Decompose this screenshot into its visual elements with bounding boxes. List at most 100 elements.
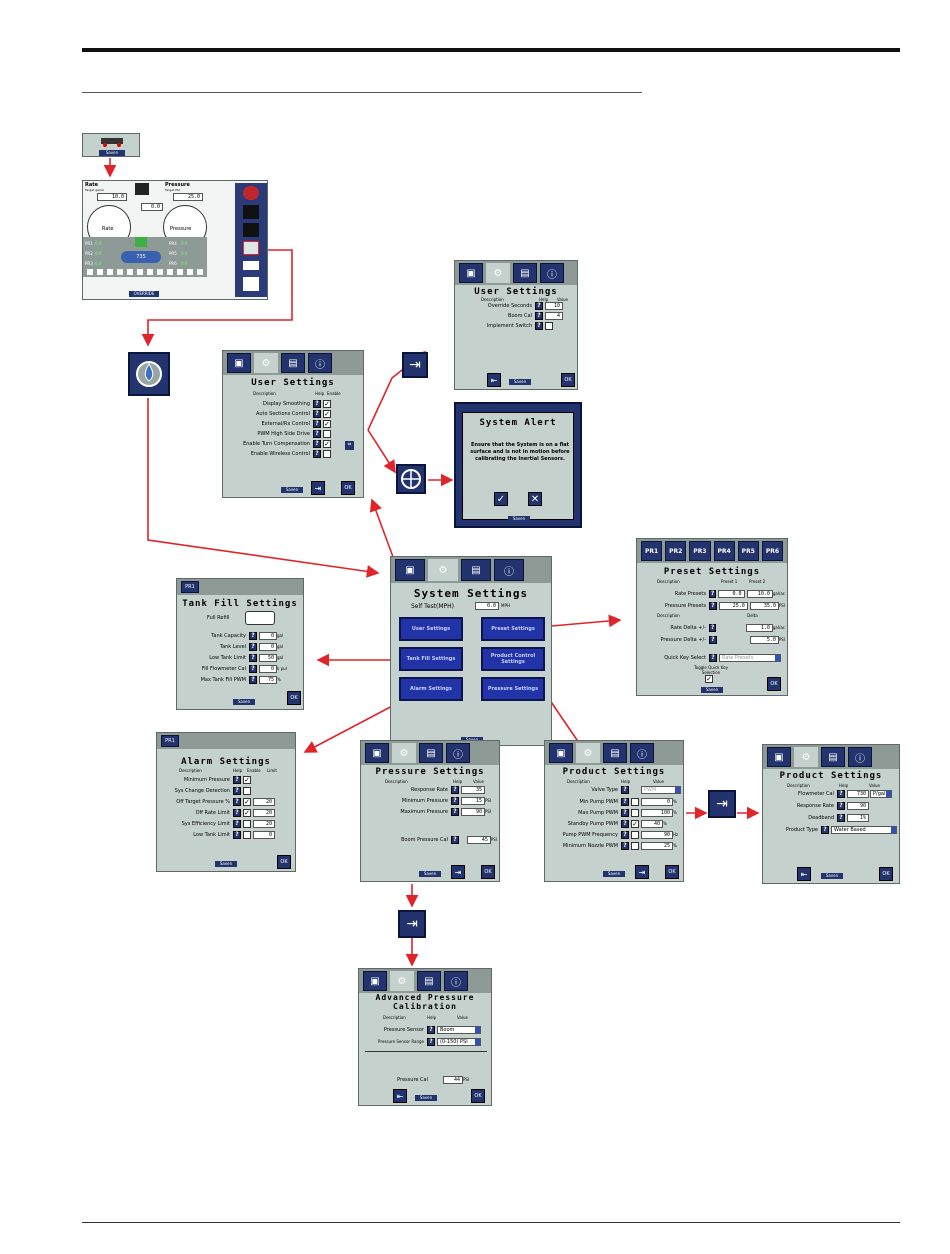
adv-ok[interactable]: OK	[471, 1089, 485, 1103]
tab-system[interactable]: ⚙	[254, 353, 278, 373]
help-icon[interactable]: ?	[451, 835, 459, 844]
product-ok[interactable]: OK	[665, 865, 679, 879]
product2-ok[interactable]: OK	[879, 867, 893, 881]
preset-tab-3[interactable]: PR3	[689, 541, 711, 561]
help-icon[interactable]: ?	[837, 813, 845, 822]
help-icon[interactable]: ?	[709, 601, 717, 610]
help-icon[interactable]: ?	[709, 623, 717, 632]
setting-value[interactable]: 90	[461, 807, 485, 816]
tab-graph[interactable]: ▤	[281, 353, 305, 373]
pr2-tab-info[interactable]: ⓘ	[848, 747, 872, 767]
pr2-tab-graph[interactable]: ▤	[821, 747, 845, 767]
enable-checkbox[interactable]	[243, 819, 251, 828]
setting-value[interactable]: 10	[545, 301, 563, 310]
tab-display-2[interactable]: ▣	[459, 263, 483, 283]
response-rate-value[interactable]: 90	[847, 801, 869, 810]
ap-tab-graph[interactable]: ▤	[417, 971, 441, 991]
flowmeter-unit[interactable]: P/gal	[870, 789, 892, 798]
saven-button[interactable]: Saven	[281, 487, 303, 493]
tab-system-2[interactable]: ⚙	[486, 263, 510, 283]
enable-checkbox[interactable]: ✓	[323, 399, 331, 408]
preset-saven[interactable]: Saven	[701, 687, 723, 693]
system-settings-icon[interactable]	[243, 241, 259, 255]
help-icon[interactable]: ?	[313, 449, 321, 458]
setting-value[interactable]: 50	[259, 653, 277, 662]
help-icon[interactable]: ?	[427, 1037, 435, 1046]
help-icon[interactable]: ?	[249, 664, 257, 673]
enable-checkbox[interactable]	[243, 830, 251, 839]
help-icon[interactable]: ?	[709, 635, 717, 644]
help-icon[interactable]: ?	[709, 653, 717, 662]
override-button[interactable]: OVERRIDE	[129, 291, 159, 297]
valve-type-select[interactable]: PWM	[641, 785, 681, 794]
enable-checkbox[interactable]	[631, 841, 639, 850]
product2-saven[interactable]: Saven	[821, 873, 843, 879]
help-icon[interactable]: ?	[233, 808, 241, 817]
data-icon[interactable]	[243, 261, 259, 270]
ok-button-2[interactable]: OK	[561, 373, 575, 387]
preset-settings-button[interactable]: Preset Settings	[481, 617, 545, 641]
pressure-ok[interactable]: OK	[481, 865, 495, 879]
product2-prev-icon[interactable]: ⇤	[797, 867, 811, 881]
alarm-tab-pr1[interactable]: PR1	[161, 735, 179, 747]
enable-checkbox[interactable]: ✓	[243, 808, 251, 817]
boom-cal-value[interactable]: 45	[466, 835, 491, 844]
deadband-value[interactable]: 1%	[847, 813, 869, 822]
preset-tab-2[interactable]: PR2	[665, 541, 687, 561]
enable-checkbox[interactable]: ✓	[323, 409, 331, 418]
tab-info[interactable]: ⓘ	[308, 353, 332, 373]
tab-system-3[interactable]: ⚙	[428, 559, 458, 581]
pr-tab-info[interactable]: ⓘ	[630, 743, 654, 763]
self-test-value[interactable]: 0.0	[475, 602, 499, 610]
p-tab-system[interactable]: ⚙	[392, 743, 416, 763]
ap-tab-info[interactable]: ⓘ	[444, 971, 468, 991]
help-icon[interactable]: ?	[249, 631, 257, 640]
stop-icon[interactable]	[243, 186, 259, 200]
setting-value[interactable]: 0	[253, 830, 275, 839]
preset-tab-4[interactable]: PR4	[713, 541, 735, 561]
help-icon[interactable]: ?	[621, 841, 629, 850]
setting-value[interactable]: 25	[641, 841, 673, 850]
setting-value[interactable]: 100	[641, 808, 673, 817]
alert-saven[interactable]: Saven	[508, 516, 530, 522]
help-icon[interactable]: ?	[837, 789, 845, 798]
help-icon[interactable]: ?	[535, 321, 543, 330]
setting-value[interactable]: 0	[259, 631, 277, 640]
next-page-big-icon[interactable]: ⇥	[402, 352, 428, 378]
tab-info-2[interactable]: ⓘ	[540, 263, 564, 283]
confirm-button[interactable]: ✓	[494, 492, 508, 506]
help-icon[interactable]: ?	[313, 419, 321, 428]
p-tab-info[interactable]: ⓘ	[446, 743, 470, 763]
tab-display[interactable]: ▣	[227, 353, 251, 373]
system-settings-big-icon[interactable]	[128, 352, 170, 396]
help-icon[interactable]: ?	[313, 409, 321, 418]
help-icon[interactable]: ?	[621, 785, 629, 794]
enable-checkbox[interactable]	[545, 321, 553, 330]
press-preset-2[interactable]: 35.0	[749, 601, 779, 610]
preset-tab-1[interactable]: PR1	[641, 541, 663, 561]
press-preset-1[interactable]: 25.0	[718, 601, 748, 610]
pressure-settings-button[interactable]: Pressure Settings	[481, 677, 545, 701]
setting-value[interactable]: 75	[259, 675, 277, 684]
help-icon[interactable]: ?	[621, 808, 629, 817]
help-icon[interactable]: ?	[233, 819, 241, 828]
enable-checkbox[interactable]: ✓	[323, 439, 331, 448]
setting-value[interactable]: 0	[259, 664, 277, 673]
tank-tab-pr1[interactable]: PR1	[181, 581, 199, 593]
tab-graph-3[interactable]: ▤	[461, 559, 491, 581]
help-icon[interactable]: ?	[313, 439, 321, 448]
tab-display-3[interactable]: ▣	[395, 559, 425, 581]
tank-ok[interactable]: OK	[287, 691, 301, 705]
sprayer-icon[interactable]	[243, 205, 259, 219]
preset-ok[interactable]: OK	[767, 677, 781, 691]
p-tab-graph[interactable]: ▤	[419, 743, 443, 763]
enable-checkbox[interactable]: ✓	[631, 819, 639, 828]
preset-tab-6[interactable]: PR6	[761, 541, 784, 561]
enable-checkbox[interactable]: ✓	[243, 797, 251, 806]
rate-preset-1[interactable]: 0.0	[718, 589, 745, 598]
pressure-sensor-select[interactable]: Boom	[437, 1025, 481, 1034]
calibrate-big-icon[interactable]	[396, 464, 426, 494]
wireless-icon[interactable]: ⌗	[345, 441, 354, 450]
pressure-next-big-icon[interactable]: ⇥	[398, 910, 426, 938]
help-icon[interactable]: ?	[621, 830, 629, 839]
